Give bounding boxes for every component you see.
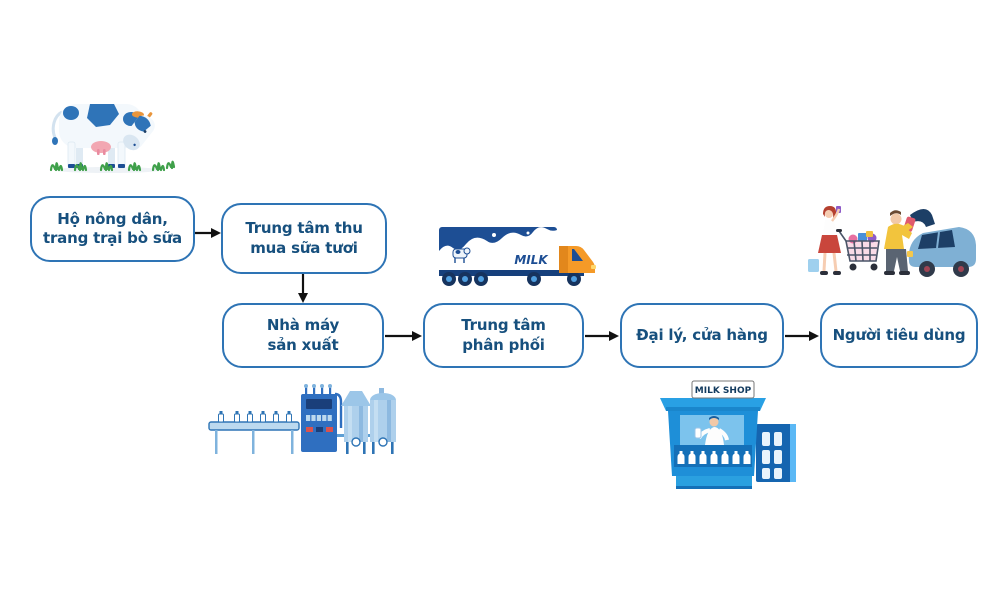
truck-cow-graphic	[452, 247, 471, 263]
node-retail: Đại lý, cửa hàng	[620, 303, 784, 368]
shopping-cart-graphic	[836, 229, 880, 271]
arrow-farm-to-collection	[195, 228, 221, 238]
man-loading-graphic	[884, 210, 916, 275]
node-collection-center: Trung tâm thu mua sữa tươi	[221, 203, 387, 274]
node-farm-label: Hộ nông dân, trang trại bò sữa	[43, 209, 182, 248]
arrow-collection-to-factory	[298, 274, 308, 303]
truck-milk-text: MILK	[514, 253, 549, 267]
milk-truck-icon: MILK	[439, 227, 596, 286]
arrow-distribution-to-retail	[585, 331, 619, 341]
shop-vendor	[694, 416, 729, 445]
node-distribution-label: Trung tâm phân phối	[461, 316, 546, 354]
node-factory-label: Nhà máy sản xuất	[266, 316, 340, 354]
node-farm: Hộ nông dân, trang trại bò sữa	[30, 196, 195, 262]
milk-shop-sign: MILK SHOP	[695, 386, 752, 396]
car-graphic	[907, 209, 976, 277]
dairy-cow-icon	[49, 104, 176, 173]
node-distribution-center: Trung tâm phân phối	[423, 303, 584, 368]
node-retail-label: Đại lý, cửa hàng	[636, 325, 768, 344]
arrow-factory-to-distribution	[385, 331, 422, 341]
arrow-retail-to-consumer	[785, 331, 819, 341]
consumers-shopping-icon	[808, 206, 976, 277]
node-collection-label: Trung tâm thu mua sữa tươi	[245, 219, 363, 257]
milk-shop-icon: MILK SHOP	[660, 380, 796, 489]
node-factory: Nhà máy sản xuất	[222, 303, 384, 368]
node-consumer-label: Người tiêu dùng	[832, 325, 966, 344]
woman-shopper-graphic	[808, 206, 841, 275]
node-consumer: Người tiêu dùng	[820, 303, 978, 368]
milk-factory-icon	[208, 384, 396, 454]
